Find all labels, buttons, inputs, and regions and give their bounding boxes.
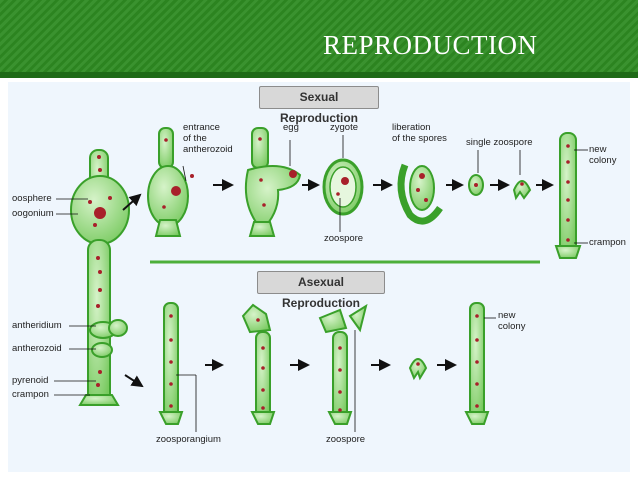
main-filament: [70, 149, 130, 406]
label-crampon-left: crampon: [12, 389, 49, 400]
label-zoosporangium: zoosporangium: [156, 434, 221, 445]
main-filament-details: [88, 155, 112, 387]
label-antherozoid: antherozoid: [12, 343, 62, 354]
label-single-zoospore: single zoospore: [466, 137, 533, 148]
slide-title: REPRODUCTION: [323, 30, 538, 60]
asexual-zoospore: [408, 358, 428, 381]
label-zoospore-bottom: zoospore: [326, 434, 366, 445]
label-crampon-right: crampon: [589, 237, 626, 248]
stage-egg: [244, 127, 302, 237]
asexual-reproduction-header: Asexual Reproduction: [257, 271, 385, 310]
label-zygote: zygote: [330, 122, 358, 133]
label-oosphere: oosphere: [12, 193, 52, 204]
stage-single-zoospore: [468, 174, 532, 201]
label-egg: egg: [283, 122, 299, 133]
label-liberation-spores: liberation of the spores: [392, 122, 447, 144]
label-new-colony-bottom: new colony: [498, 310, 526, 332]
title-banner: [0, 0, 638, 72]
label-entrance-antherozoid: entrance of the antherozoid: [183, 122, 233, 155]
label-zoospore-top: zoospore: [324, 233, 364, 244]
label-pointers: [176, 135, 521, 432]
asexual-release: [318, 303, 368, 425]
label-new-colony-top: new colony: [589, 144, 617, 166]
stage-antherozoid-entrance: [147, 127, 189, 237]
stage-new-colony-top: [554, 132, 582, 259]
stage-liberation: [397, 163, 443, 225]
stage-zygote: [322, 158, 364, 216]
banner-strip: [0, 72, 638, 78]
process-arrows: [122, 179, 554, 388]
sexual-reproduction-header: Sexual Reproduction: [259, 86, 379, 125]
label-antheridium: antheridium: [12, 320, 62, 331]
asexual-opening: [241, 303, 276, 425]
label-oogonium: oogonium: [12, 208, 54, 219]
main-filament-pointers: [54, 198, 96, 396]
label-pyrenoid: pyrenoid: [12, 375, 49, 386]
